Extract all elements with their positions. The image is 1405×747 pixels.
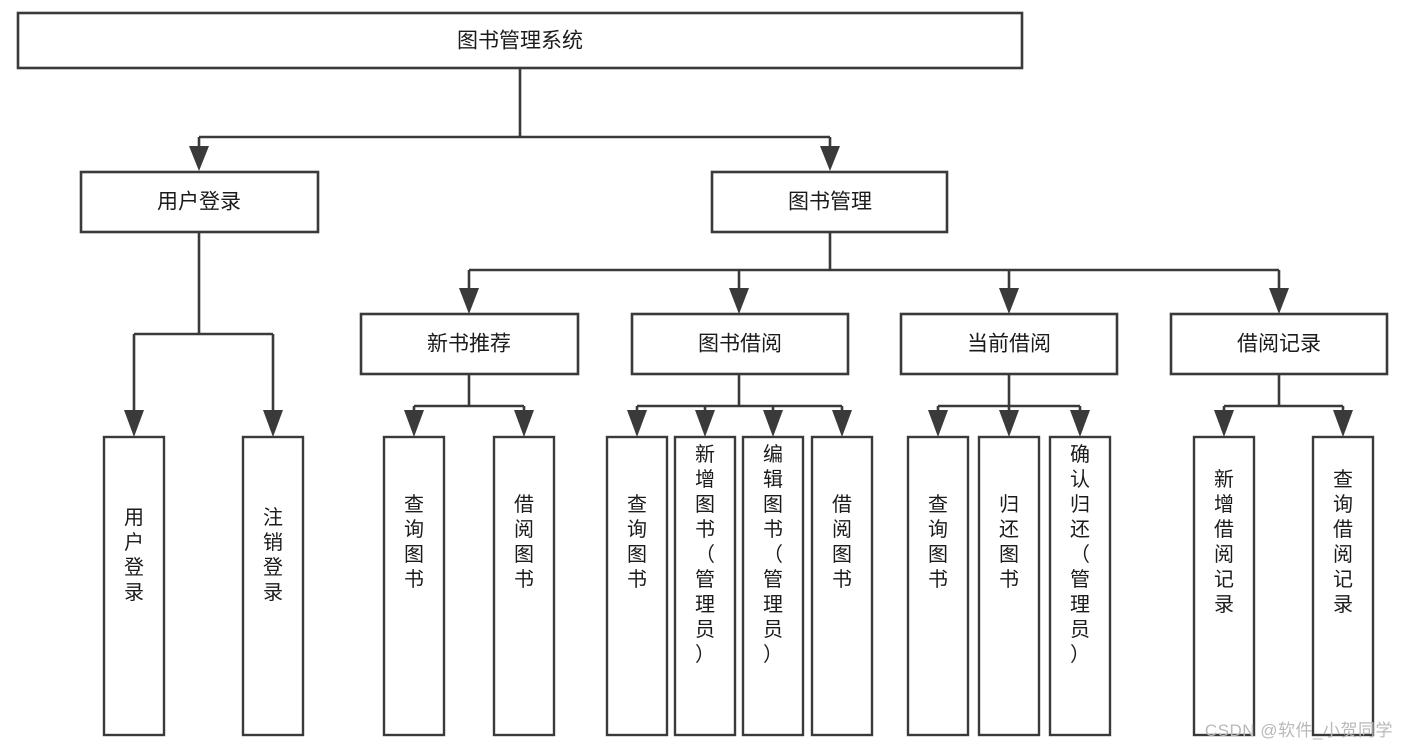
arrow-head-icon xyxy=(820,146,840,171)
leaf-book-borrow-4[interactable]: 借阅图书 xyxy=(810,435,874,737)
edge-group-root xyxy=(189,68,840,171)
leaf-label: 查询图书 xyxy=(404,493,424,591)
node-borrow-record-label: 借阅记录 xyxy=(1237,333,1321,356)
node-current-borrow-box[interactable] xyxy=(899,312,1119,376)
leaf-box[interactable] xyxy=(492,435,556,737)
node-root[interactable]: 图书管理系统 xyxy=(16,11,1024,70)
leaf-box[interactable] xyxy=(741,435,805,737)
leaf-box[interactable] xyxy=(673,435,737,737)
arrow-head-icon xyxy=(459,288,479,314)
leaf-box[interactable] xyxy=(810,435,874,737)
leaf-box[interactable] xyxy=(102,435,166,737)
leaf-box[interactable] xyxy=(382,435,446,737)
arrow-head-icon xyxy=(1333,410,1353,437)
node-borrow-record[interactable]: 借阅记录 xyxy=(1169,312,1389,376)
node-user-login-label: 用户登录 xyxy=(157,191,241,214)
leaf-book-borrow-3[interactable]: 编辑图书（管理员） xyxy=(741,435,805,737)
leaf-label: 借阅图书 xyxy=(514,493,534,591)
leaf-label: 查询图书 xyxy=(627,493,647,591)
node-book-borrow-label: 图书借阅 xyxy=(698,333,782,356)
node-book-borrow-box[interactable] xyxy=(630,312,850,376)
leaf-user-login-1[interactable]: 用户登录 xyxy=(102,435,166,737)
arrow-head-icon xyxy=(999,288,1019,314)
leaf-label: 注销登录 xyxy=(263,506,283,604)
edge-group-current xyxy=(928,374,1090,437)
node-new-book-recommend[interactable]: 新书推荐 xyxy=(359,312,580,376)
edge-group-newbooks xyxy=(404,374,534,437)
leaf-label: 查询图书 xyxy=(928,493,948,591)
node-book-management-box[interactable] xyxy=(710,170,949,234)
leaf-book-borrow-1[interactable]: 查询图书 xyxy=(605,435,669,737)
leaf-label: 确认归还（管理员） xyxy=(1070,443,1090,666)
leaf-label: 归还图书 xyxy=(999,493,1019,591)
leaf-current-borrow-2[interactable]: 归还图书 xyxy=(977,435,1041,737)
leaf-label: 编辑图书（管理员） xyxy=(763,443,783,666)
leaf-box[interactable] xyxy=(241,435,305,737)
leaf-box[interactable] xyxy=(1311,435,1375,737)
leaf-label: 借阅图书 xyxy=(832,493,852,591)
leaf-user-login-2[interactable]: 注销登录 xyxy=(241,435,305,737)
arrow-head-icon xyxy=(189,146,209,171)
edge-group-borrow xyxy=(627,374,852,437)
node-new-book-recommend-label: 新书推荐 xyxy=(427,333,511,356)
leaf-box[interactable] xyxy=(1192,435,1256,737)
arrow-head-icon xyxy=(1269,288,1289,314)
edge-group-login xyxy=(124,232,283,437)
leaf-box[interactable] xyxy=(977,435,1041,737)
leaf-new-book-2[interactable]: 借阅图书 xyxy=(492,435,556,737)
arrow-head-icon xyxy=(695,410,715,437)
leaf-label: 新增图书（管理员） xyxy=(695,443,715,666)
leaf-current-borrow-1[interactable]: 查询图书 xyxy=(906,435,970,737)
leaf-label: 查询借阅记录 xyxy=(1333,468,1353,616)
arrow-head-icon xyxy=(263,410,283,437)
arrow-head-icon xyxy=(729,288,749,314)
arrow-head-icon xyxy=(832,410,852,437)
node-book-management[interactable]: 图书管理 xyxy=(710,170,949,234)
node-root-box[interactable] xyxy=(16,11,1024,70)
arrow-head-icon xyxy=(1214,410,1234,437)
arrow-head-icon xyxy=(404,410,424,437)
node-borrow-record-box[interactable] xyxy=(1169,312,1389,376)
leaf-borrow-record-2[interactable]: 查询借阅记录 xyxy=(1311,435,1375,737)
leaf-current-borrow-3[interactable]: 确认归还（管理员） xyxy=(1048,435,1112,737)
arrow-head-icon xyxy=(928,410,948,437)
arrow-head-icon xyxy=(999,410,1019,437)
edge-group-records xyxy=(1214,374,1353,437)
leaf-new-book-1[interactable]: 查询图书 xyxy=(382,435,446,737)
arrow-head-icon xyxy=(627,410,647,437)
node-root-label: 图书管理系统 xyxy=(457,30,583,53)
node-user-login[interactable]: 用户登录 xyxy=(79,170,320,234)
arrow-head-icon xyxy=(1070,410,1090,437)
leaf-box[interactable] xyxy=(605,435,669,737)
leaf-label: 新增借阅记录 xyxy=(1214,468,1234,616)
node-user-login-box[interactable] xyxy=(79,170,320,234)
node-book-borrow[interactable]: 图书借阅 xyxy=(630,312,850,376)
arrow-head-icon xyxy=(124,410,144,437)
leaf-borrow-record-1[interactable]: 新增借阅记录 xyxy=(1192,435,1256,737)
watermark: CSDN @软件_小贺同学 xyxy=(1204,721,1393,740)
arrow-head-icon xyxy=(514,410,534,437)
node-book-management-label: 图书管理 xyxy=(788,191,872,214)
leaf-label: 用户登录 xyxy=(124,507,144,604)
leaf-box[interactable] xyxy=(906,435,970,737)
node-new-book-recommend-box[interactable] xyxy=(359,312,580,376)
arrow-head-icon xyxy=(763,410,783,437)
leaf-box[interactable] xyxy=(1048,435,1112,737)
leaf-book-borrow-2[interactable]: 新增图书（管理员） xyxy=(673,435,737,737)
node-current-borrow-label: 当前借阅 xyxy=(967,333,1051,356)
node-current-borrow[interactable]: 当前借阅 xyxy=(899,312,1119,376)
edge-group-bookmgmt xyxy=(459,232,1289,314)
